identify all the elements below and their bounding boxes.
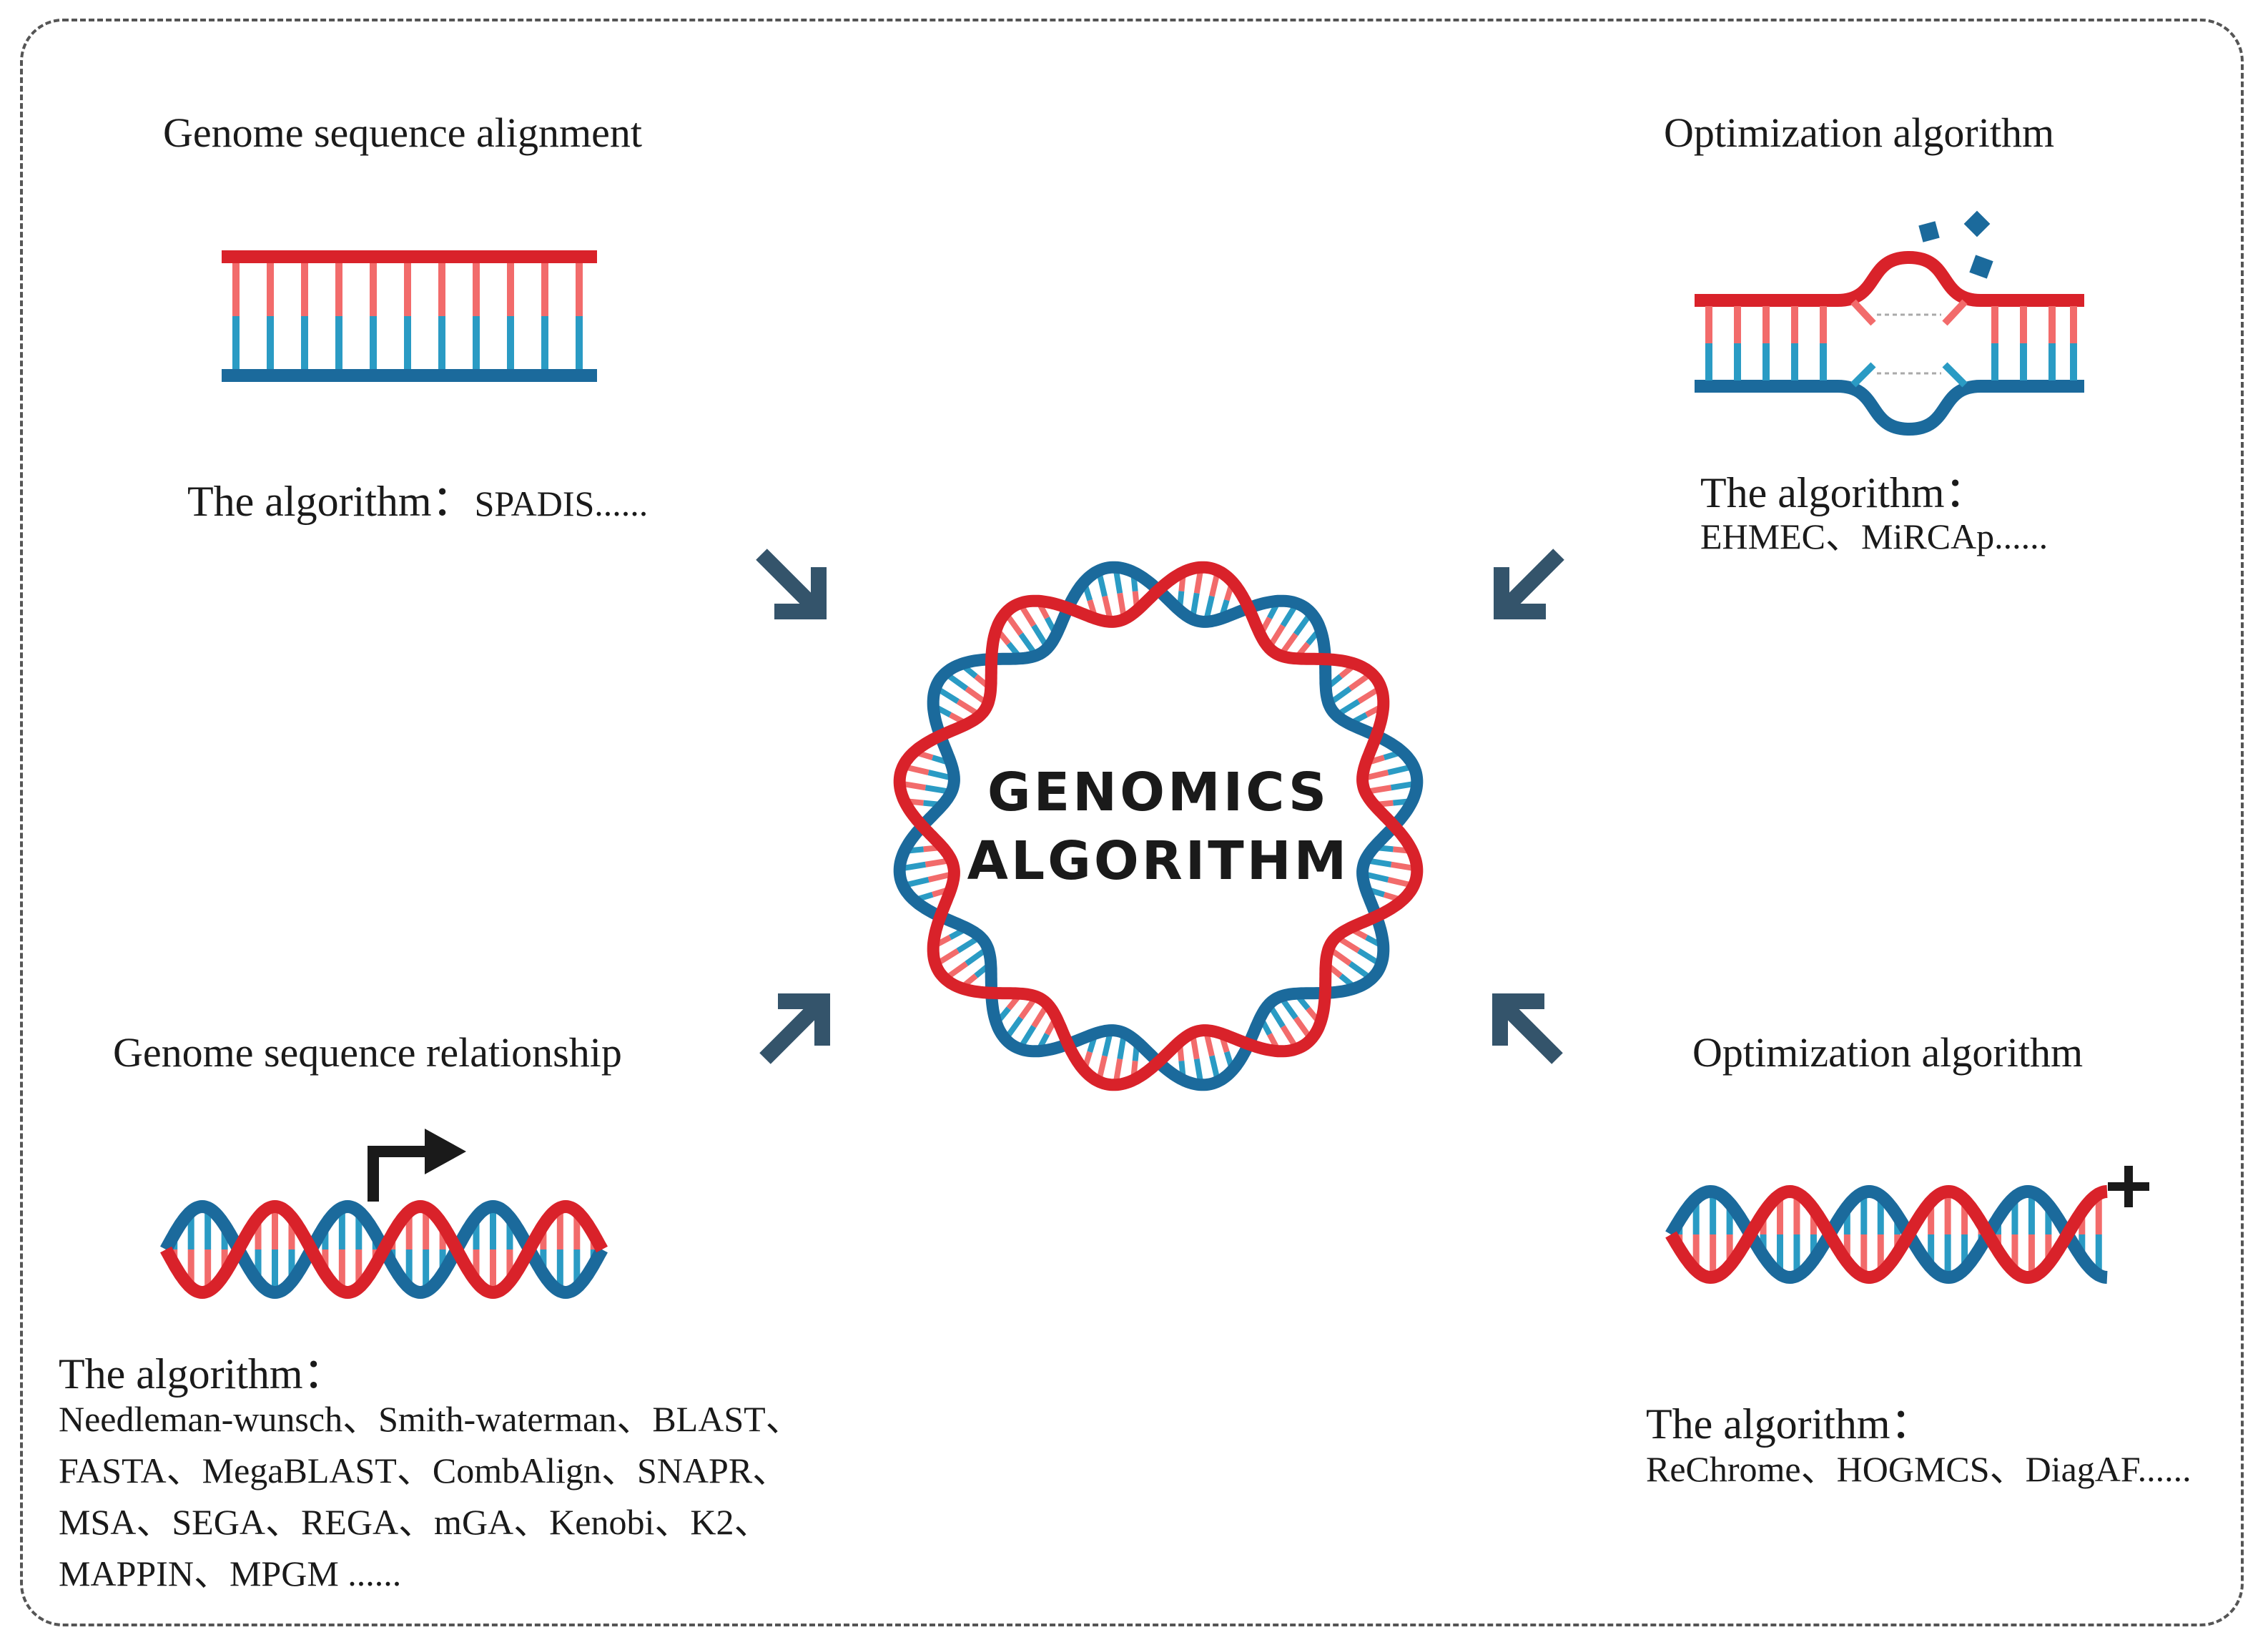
top-left-algorithm-text: The algorithm：SPADIS...... <box>187 466 648 529</box>
arrow-bottom-right-icon <box>1492 993 1563 1064</box>
center-title-line2: ALGORITHM <box>967 830 1350 892</box>
bottom-right-title: Optimization algorithm <box>1692 1029 2084 1076</box>
arrow-bottom-left-icon <box>759 993 830 1064</box>
center-title-line1: GENOMICS <box>987 762 1330 823</box>
bottom-right-algorithm-list: ReChrome、HOGMCS、DiagAF...... <box>1646 1449 2191 1489</box>
top-right-title: Optimization algorithm <box>1664 109 2055 156</box>
bottom-left-algorithm-label: The algorithm： <box>59 1350 346 1398</box>
dashed-border-frame <box>20 19 2244 1626</box>
dna-ring-icon <box>893 561 1424 1091</box>
dna-helix-promoter-icon <box>160 1129 608 1300</box>
center-title: GENOMICS ALGORITHM <box>930 758 1387 895</box>
top-right-algorithm-label: The algorithm： <box>1700 469 1988 516</box>
arrow-top-right-icon <box>1494 549 1564 619</box>
arrow-top-left-icon <box>756 549 827 619</box>
top-right-algorithm-list: EHMEC、MiRCAp...... <box>1700 516 2048 556</box>
bottom-left-algorithm-line: MAPPIN、MPGM ...... <box>59 1553 402 1593</box>
bottom-left-algorithm-line: MSA、SEGA、REGA、mGA、Kenobi、K2、 <box>59 1502 770 1542</box>
top-left-title: Genome sequence alignment <box>163 109 642 156</box>
top-left-algorithm-list: SPADIS...... <box>474 483 649 524</box>
top-left-algorithm-label: The algorithm： <box>187 478 475 525</box>
bottom-left-algorithm-line: Needleman-wunsch、Smith-waterman、BLAST、 <box>59 1399 802 1439</box>
bottom-left-title: Genome sequence relationship <box>113 1029 622 1076</box>
bottom-left-algorithm-line: FASTA、MegaBLAST、CombAlign、SNAPR、 <box>59 1450 789 1491</box>
bottom-right-algorithm-label: The algorithm： <box>1646 1400 1933 1448</box>
dna-ladder-icon <box>222 250 597 382</box>
dna-helix-plus-icon <box>1665 1166 2149 1285</box>
bottom-left-algorithm-list: Needleman-wunsch、Smith-waterman、BLAST、 F… <box>59 1393 802 1599</box>
dna-mutation-icon <box>1695 210 2084 436</box>
